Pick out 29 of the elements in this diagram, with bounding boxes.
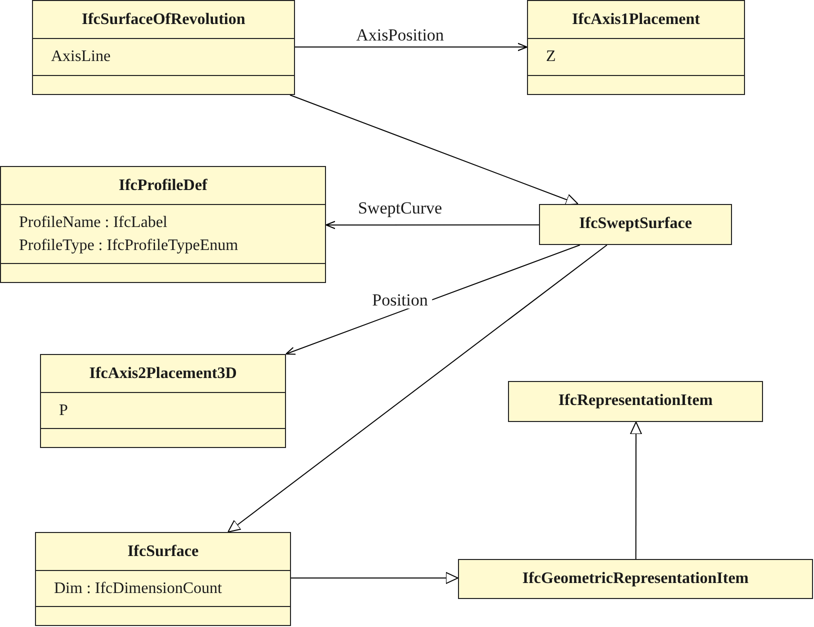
- class-name: IfcProfileDef: [118, 176, 208, 196]
- association-arrow: [294, 42, 528, 52]
- class-name: IfcRepresentationItem: [558, 390, 713, 410]
- attribute-text: ProfileType : IfcProfileTypeEnum: [19, 236, 240, 256]
- class-box: [539, 204, 732, 245]
- class-box: [0, 166, 326, 283]
- class-name: IfcSurfaceOfRevolution: [82, 10, 246, 30]
- generalization-arrow: [290, 94, 578, 206]
- generalization-arrow: [290, 572, 458, 584]
- class-box: [35, 532, 291, 626]
- class-box: [32, 0, 295, 95]
- association-arrow: [325, 220, 540, 230]
- class-box: [40, 354, 286, 448]
- attribute-text: P: [59, 400, 69, 420]
- class-name: IfcAxis2Placement3D: [89, 364, 237, 384]
- class-name: IfcGeometricRepresentationItem: [522, 568, 749, 588]
- association-arrow: [285, 244, 580, 355]
- class-name: IfcSurface: [127, 542, 199, 562]
- attribute-text: AxisLine: [51, 47, 112, 67]
- generalization-arrow: [630, 422, 642, 560]
- generalization-arrow: [228, 244, 608, 532]
- attribute-text: Z: [546, 47, 557, 67]
- class-name: IfcAxis1Placement: [572, 10, 700, 30]
- class-box: [527, 0, 745, 95]
- class-box: [508, 381, 763, 422]
- attribute-text: ProfileName : IfcLabel: [19, 212, 168, 232]
- attribute-text: Dim : IfcDimensionCount: [54, 578, 223, 598]
- class-name: IfcSweptSurface: [579, 214, 692, 234]
- class-box: [458, 559, 813, 599]
